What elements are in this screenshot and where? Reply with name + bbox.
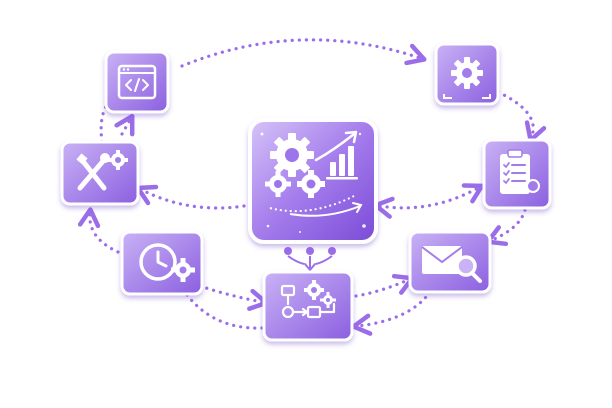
code-window-icon (117, 64, 157, 100)
connector-center-to-tools (135, 184, 246, 210)
email-search-node (408, 230, 492, 294)
connector-checklist-to-email (485, 208, 527, 247)
connector-settings-to-checklist (496, 90, 547, 143)
clipboard-checklist-icon (500, 149, 540, 194)
gears-growth-chart-icon (265, 130, 363, 217)
gear-icon (451, 57, 483, 89)
connector-tools-link (114, 113, 135, 137)
envelope-search-icon (421, 246, 482, 283)
center-node (248, 118, 378, 244)
schedule-node (120, 230, 204, 296)
workflow-gears-icon (280, 280, 336, 319)
checklist-node (482, 138, 552, 210)
connector-center-to-checklist (373, 183, 485, 219)
clock-gear-icon (139, 243, 195, 282)
connector-workflow-to-schedule (180, 286, 264, 330)
connector-code-to-settings (180, 38, 427, 68)
code-node (104, 50, 170, 114)
small-gear-icon (108, 150, 128, 170)
wrench-screwdriver-icon (76, 153, 110, 191)
connector-email-to-workflow (351, 290, 432, 336)
distributor-dots (284, 247, 336, 272)
connector-schedule-to-tools (77, 207, 120, 254)
connector-workflow-to-email (354, 273, 415, 298)
settings-node (434, 42, 500, 106)
connector-schedule-to-workflow (198, 284, 269, 311)
workflow-node (262, 270, 354, 342)
sparkles (260, 132, 366, 233)
tools-node (60, 140, 140, 206)
